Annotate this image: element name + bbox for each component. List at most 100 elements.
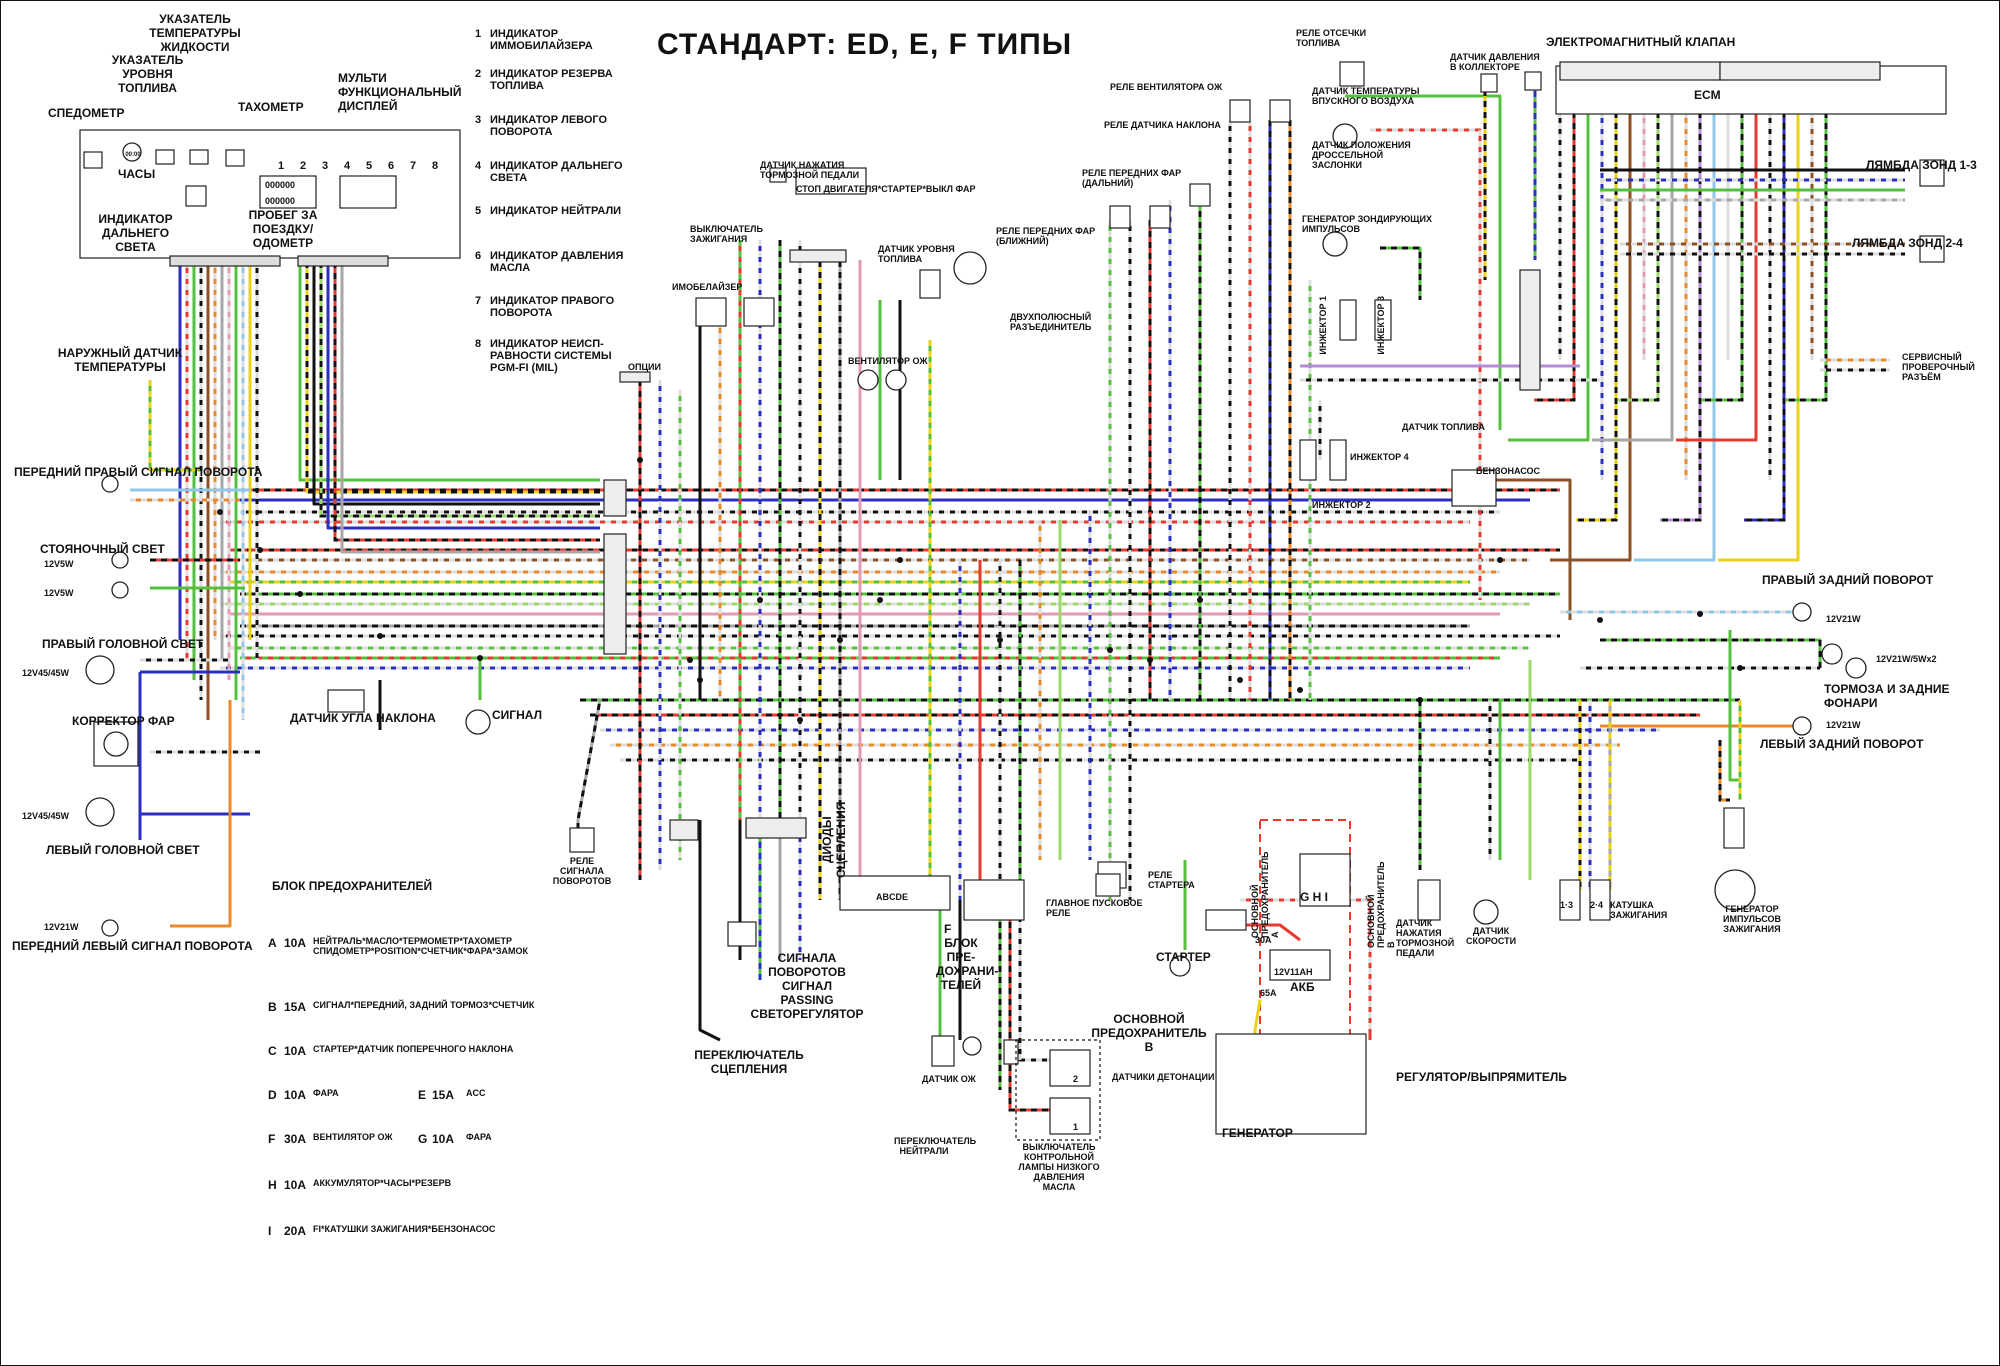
- ignition-switch-label: ВЫКЛЮЧАТЕЛЬ ЗАЖИГАНИЯ: [690, 224, 763, 244]
- wire: [1786, 112, 1828, 402]
- indicator-number: 4: [475, 160, 482, 172]
- regulator-label: РЕГУЛЯТОР/ВЫПРЯМИТЕЛЬ: [1396, 1070, 1567, 1084]
- oil-pressure-switch-label: ВЫКЛЮЧАТЕЛЬ КОНТРОЛЬНОЙ ЛАМПЫ НИЗКОГО ДА…: [1018, 1142, 1100, 1192]
- indicator-description: ИНДИКАТОР ЛЕВОГО ПОВОРОТА: [490, 114, 608, 138]
- lambda-24-sensor: [1919, 235, 1945, 263]
- tachometer-gauge: [225, 149, 245, 167]
- wire-stripe: [1600, 638, 1822, 668]
- diode-letters-abcde: ABCDE: [876, 892, 909, 902]
- fuse-amperage: 10A: [284, 936, 307, 950]
- fuse-code: D: [268, 1088, 277, 1102]
- junction-dot: [1237, 677, 1243, 683]
- injector-2-label: ИНЖЕКТОР 2: [1312, 500, 1371, 510]
- injector-1-label: ИНЖЕКТОР 1: [1318, 296, 1328, 355]
- tilt-sensor-label: ДАТЧИК УГЛА НАКЛОНА: [290, 711, 436, 725]
- pulse-generator-rotor: [1714, 869, 1756, 911]
- fan-relay: [1229, 99, 1251, 123]
- wire-stripe: [1018, 900, 1060, 1062]
- solenoid-valve-label: ЭЛЕКТРОМАГНИТНЫЙ КЛАПАН: [1546, 35, 1736, 49]
- dash-indicator-number: 1: [278, 160, 285, 172]
- wire: [1480, 478, 1572, 620]
- options-connector: [619, 371, 651, 383]
- bulb-12v45-a: 12V45/45W: [22, 668, 70, 678]
- dash-indicator-number: 7: [410, 160, 417, 172]
- wire-stripe: [1534, 112, 1576, 402]
- junction-dot: [297, 591, 303, 597]
- junction-dot: [257, 547, 263, 553]
- wire: [1728, 630, 1740, 782]
- starter-motor-icon: [1169, 955, 1191, 977]
- wire: [1576, 112, 1618, 522]
- indicator-description: ИНДИКАТОР ДАВЛЕНИЯ МАСЛА: [490, 250, 624, 274]
- junction-dot: [1697, 611, 1703, 617]
- junction-dot: [637, 457, 643, 463]
- wire-stripe: [1008, 900, 1060, 1112]
- fuse-code: H: [268, 1178, 277, 1192]
- ignition-connector: [789, 249, 847, 263]
- probe-generator-icon: [1322, 231, 1348, 257]
- solenoid-valve: [1524, 71, 1542, 91]
- fuse-code: I: [268, 1224, 272, 1238]
- fuse-box-block: [963, 879, 1025, 921]
- wire: [1718, 112, 1800, 562]
- fuse-circuits: СТАРТЕР*ДАТЧИК ПОПЕРЕЧНОГО НАКЛОНА: [313, 1044, 514, 1054]
- speedometer-gauge: [83, 151, 103, 169]
- fuse-circuits: ВЕНТИЛЯТОР ОЖ: [313, 1132, 393, 1142]
- wire: [1744, 112, 1786, 522]
- speed-sensor-icon: [1473, 899, 1499, 925]
- wire: [1660, 112, 1702, 522]
- indicator-description: ИНДИКАТОР ДАЛЬНЕГО СВЕТА: [490, 160, 623, 184]
- right-headlight-label: ПРАВЫЙ ГОЛОВНОЙ СВЕТ: [42, 637, 204, 651]
- cluster-connector-2: [297, 255, 389, 267]
- temp-gauge-label: УКАЗАТЕЛЬ ТЕМПЕРАТУРЫ ЖИДКОСТИ: [149, 12, 241, 54]
- wire: [326, 262, 600, 530]
- bipolar-disconnector-label: ДВУХПОЛЮСНЫЙ РАЗЪЕДИНИТЕЛЬ: [1010, 312, 1092, 332]
- harness-joint-1: [603, 479, 627, 517]
- fuse-amperage: 30A: [284, 1132, 307, 1146]
- bulb-12v45-b: 12V45/45W: [22, 811, 70, 821]
- indicator-number: 6: [475, 250, 482, 262]
- neutral-switch-label: ПЕРЕКЛЮЧАТЕЛЬ НЕЙТРАЛИ: [894, 1136, 977, 1156]
- wire-stripe: [1744, 112, 1786, 522]
- wire: [698, 820, 721, 1042]
- fuse-amperage: 15A: [432, 1088, 455, 1102]
- front-left-turn-bulb: [101, 919, 119, 937]
- ignition-coil-24: [1589, 879, 1611, 921]
- wire-stripe: [1618, 112, 1660, 402]
- odometer-display: [259, 175, 317, 209]
- clutch-diode-block: [839, 875, 951, 911]
- indicator-description: ИНДИКАТОР НЕИСП- РАВНОСТИ СИСТЕМЫ PGM-FI…: [490, 338, 612, 374]
- fuse-code: C: [268, 1044, 277, 1058]
- throttle-position-label: ДАТЧИК ПОЛОЖЕНИЯ ДРОССЕЛЬНОЙ ЗАСЛОНКИ: [1312, 140, 1411, 170]
- main-fuse-a-vertical-label: ОСНОВНОЙ ПРЕДОХРАНИТЕЛЬ A: [1250, 851, 1280, 938]
- fuel-cut-relay-label: РЕЛЕ ОТСЕЧКИ ТОПЛИВА: [1296, 28, 1367, 48]
- turn-relay-label: РЕЛЕ СИГНАЛА ПОВОРОТОВ: [552, 856, 612, 886]
- junction-dot: [1737, 665, 1743, 671]
- high-beam-relay: [1149, 205, 1171, 229]
- bipolar-disconnector: [953, 251, 987, 285]
- indicator-number: 1: [475, 28, 482, 40]
- injector-1: [1339, 299, 1357, 341]
- tilt-relay-label: РЕЛЕ ДАТЧИКА НАКЛОНА: [1104, 120, 1221, 130]
- wire-stripe: [319, 262, 600, 518]
- high-beam-indicator-label: ИНДИКАТОР ДАЛЬНЕГО СВЕТА: [98, 212, 173, 254]
- immobilizer-unit: [695, 297, 727, 327]
- junction-dot: [797, 717, 803, 723]
- fuel-sensor-label: ДАТЧИК ТОПЛИВА: [1402, 422, 1485, 432]
- dash-indicator-number: 8: [432, 160, 439, 172]
- rear-right-turn-bulb: [1792, 602, 1812, 622]
- intake-temp-sensor: [1339, 61, 1365, 87]
- wire: [298, 262, 600, 482]
- main-fuse-b-label: ОСНОВНОЙ ПРЕДОХРАНИТЕЛЬ B: [1091, 1012, 1207, 1054]
- lambda-13-label: ЛЯМБДА ЗОНД 1-3: [1866, 158, 1977, 172]
- indicator-number: 7: [475, 295, 482, 307]
- turn-relay-box: [569, 827, 595, 853]
- knock-sensor-group: [1015, 1039, 1101, 1141]
- parking-bulb-2: [111, 581, 129, 599]
- tail-bulb-1: [1821, 643, 1843, 665]
- ignition-coil-label: КАТУШКА ЗАЖИГАНИЯ: [1610, 900, 1668, 920]
- fuse-amperage: 10A: [284, 1088, 307, 1102]
- bulb-12v5w-a: 12V5W: [44, 559, 74, 569]
- horn-icon: [465, 709, 491, 735]
- probe-generator-label: ГЕНЕРАТОР ЗОНДИРУЮЩИХ ИМПУЛЬСОВ: [1302, 214, 1432, 234]
